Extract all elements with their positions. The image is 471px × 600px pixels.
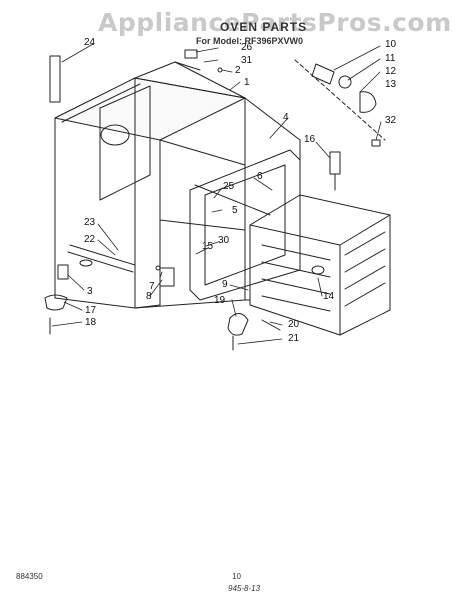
callout-leader-lines: [51, 43, 382, 345]
callout-31: 31: [241, 55, 253, 66]
callout-11: 11: [385, 53, 396, 64]
footer-page-number: 10: [232, 572, 241, 581]
callout-16: 16: [304, 134, 316, 145]
callout-6: 6: [257, 171, 263, 182]
callout-30: 30: [218, 235, 230, 246]
oven-liner: [249, 194, 391, 336]
model-label: For Model: RF396PXVW0: [196, 36, 304, 46]
oven-cabinet: [54, 77, 246, 309]
callout-13: 13: [385, 79, 397, 90]
watermark: AppliancePartsPros.com: [98, 8, 452, 37]
callout-1: 1: [244, 77, 250, 88]
light-socket-assembly: [294, 59, 386, 147]
callout-2: 2: [235, 65, 241, 76]
callout-15: 15: [202, 241, 214, 252]
footer-part-code: 884350: [16, 572, 43, 581]
callout-19: 19: [214, 295, 226, 306]
callout-18: 18: [85, 317, 97, 328]
front-frame: [189, 149, 301, 301]
callout-23: 23: [84, 217, 96, 228]
callout-4: 4: [283, 112, 289, 123]
callout-10: 10: [385, 39, 397, 50]
callout-22: 22: [84, 234, 96, 245]
callout-20: 20: [288, 319, 300, 330]
callout-5: 5: [232, 205, 238, 216]
callout-7: 7: [149, 281, 155, 292]
callout-12: 12: [385, 66, 397, 77]
callout-8: 8: [146, 291, 152, 302]
callout-21: 21: [288, 333, 300, 344]
leveling-leg-hardware: [44, 49, 281, 351]
callout-14: 14: [323, 291, 335, 302]
footer-handwritten-note: 945-8-13: [228, 584, 261, 593]
diagram-title: OVEN PARTS: [220, 20, 308, 34]
callout-3: 3: [87, 286, 93, 297]
burner-assembly: [67, 151, 341, 273]
callout-26: 26: [241, 42, 253, 53]
callout-25: 25: [223, 181, 235, 192]
callout-17: 17: [85, 305, 97, 316]
callout-32: 32: [385, 115, 397, 126]
callout-24: 24: [84, 37, 96, 48]
callout-9: 9: [222, 279, 228, 290]
